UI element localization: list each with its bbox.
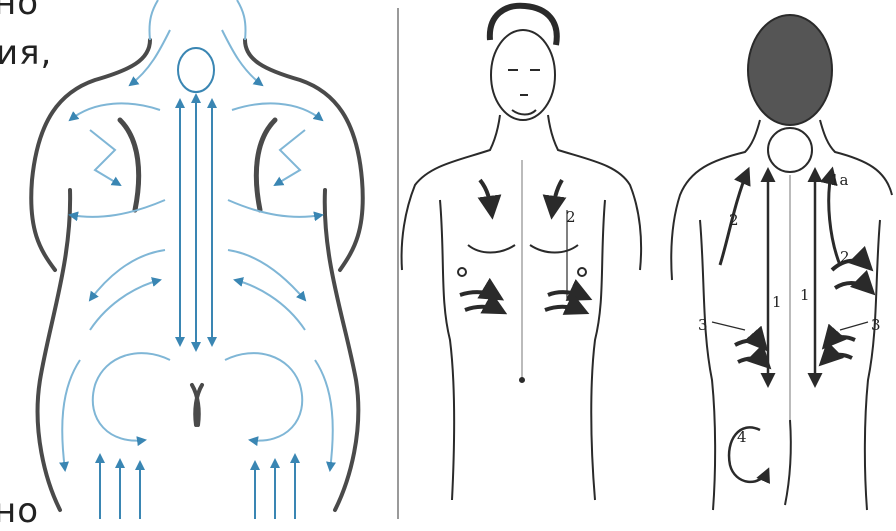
back-label-1-right: 1 <box>800 286 810 304</box>
back-label-4: 4 <box>737 428 747 446</box>
back-label-2-left: 2 <box>729 211 739 229</box>
front-label-2: 2 <box>566 208 576 226</box>
back-torso-figure <box>671 15 892 510</box>
back-silhouette <box>31 40 363 510</box>
back-label-3-right: 3 <box>871 316 881 334</box>
massage-lines-illustration: 2 1a 2 2 1 1 <box>0 0 896 519</box>
back-label-1a: 1a <box>830 171 849 189</box>
back-label-1-left: 1 <box>772 293 782 311</box>
back-label-3-left: 3 <box>698 316 708 334</box>
massage-diagram-slide: но ия, но <box>0 0 896 519</box>
back-label-2-right: 2 <box>840 248 850 266</box>
front-torso-figure <box>402 6 642 500</box>
